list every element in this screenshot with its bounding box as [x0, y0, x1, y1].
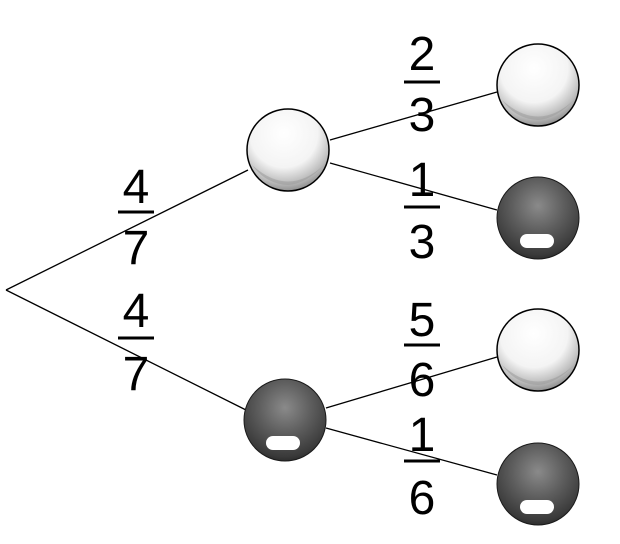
branch-dark-to-dark [325, 427, 498, 476]
fraction-stage2-white-2: 5 6 [404, 294, 440, 407]
fraction-numerator: 1 [409, 154, 436, 207]
fraction-denominator: 7 [123, 222, 150, 275]
branch-dark-to-white [325, 356, 498, 409]
fraction-denominator: 6 [409, 354, 436, 407]
fraction-stage1-white: 4 7 [118, 161, 154, 275]
branch-root-to-white [5, 169, 249, 291]
fraction-stage2-white-1: 2 3 [404, 28, 440, 142]
branch-white-to-dark [329, 162, 498, 211]
fraction-numerator: 4 [123, 161, 150, 214]
fraction-numerator: 1 [409, 409, 436, 462]
branch-root-to-dark [5, 289, 247, 411]
fraction-stage2-dark-1: 1 3 [404, 154, 440, 269]
fraction-denominator: 7 [123, 348, 150, 401]
fraction-stage1-dark: 4 7 [118, 285, 154, 401]
branch-lines [5, 91, 498, 476]
ball-stage2-dark-2 [496, 442, 580, 526]
fraction-denominator: 3 [409, 89, 436, 142]
fraction-denominator: 3 [409, 216, 436, 269]
ball-stage1-white [246, 108, 330, 192]
fraction-numerator: 2 [409, 28, 436, 81]
fraction-numerator: 5 [409, 294, 436, 347]
fraction-stage2-dark-2: 1 6 [404, 409, 440, 525]
branch-white-to-white [329, 91, 498, 141]
ball-stage1-dark [243, 378, 327, 462]
ball-stage2-white-1 [496, 43, 580, 127]
fraction-numerator: 4 [123, 285, 150, 338]
ball-stage2-dark-1 [496, 176, 580, 260]
ball-stage2-white-2 [496, 308, 580, 392]
fraction-denominator: 6 [409, 472, 436, 525]
